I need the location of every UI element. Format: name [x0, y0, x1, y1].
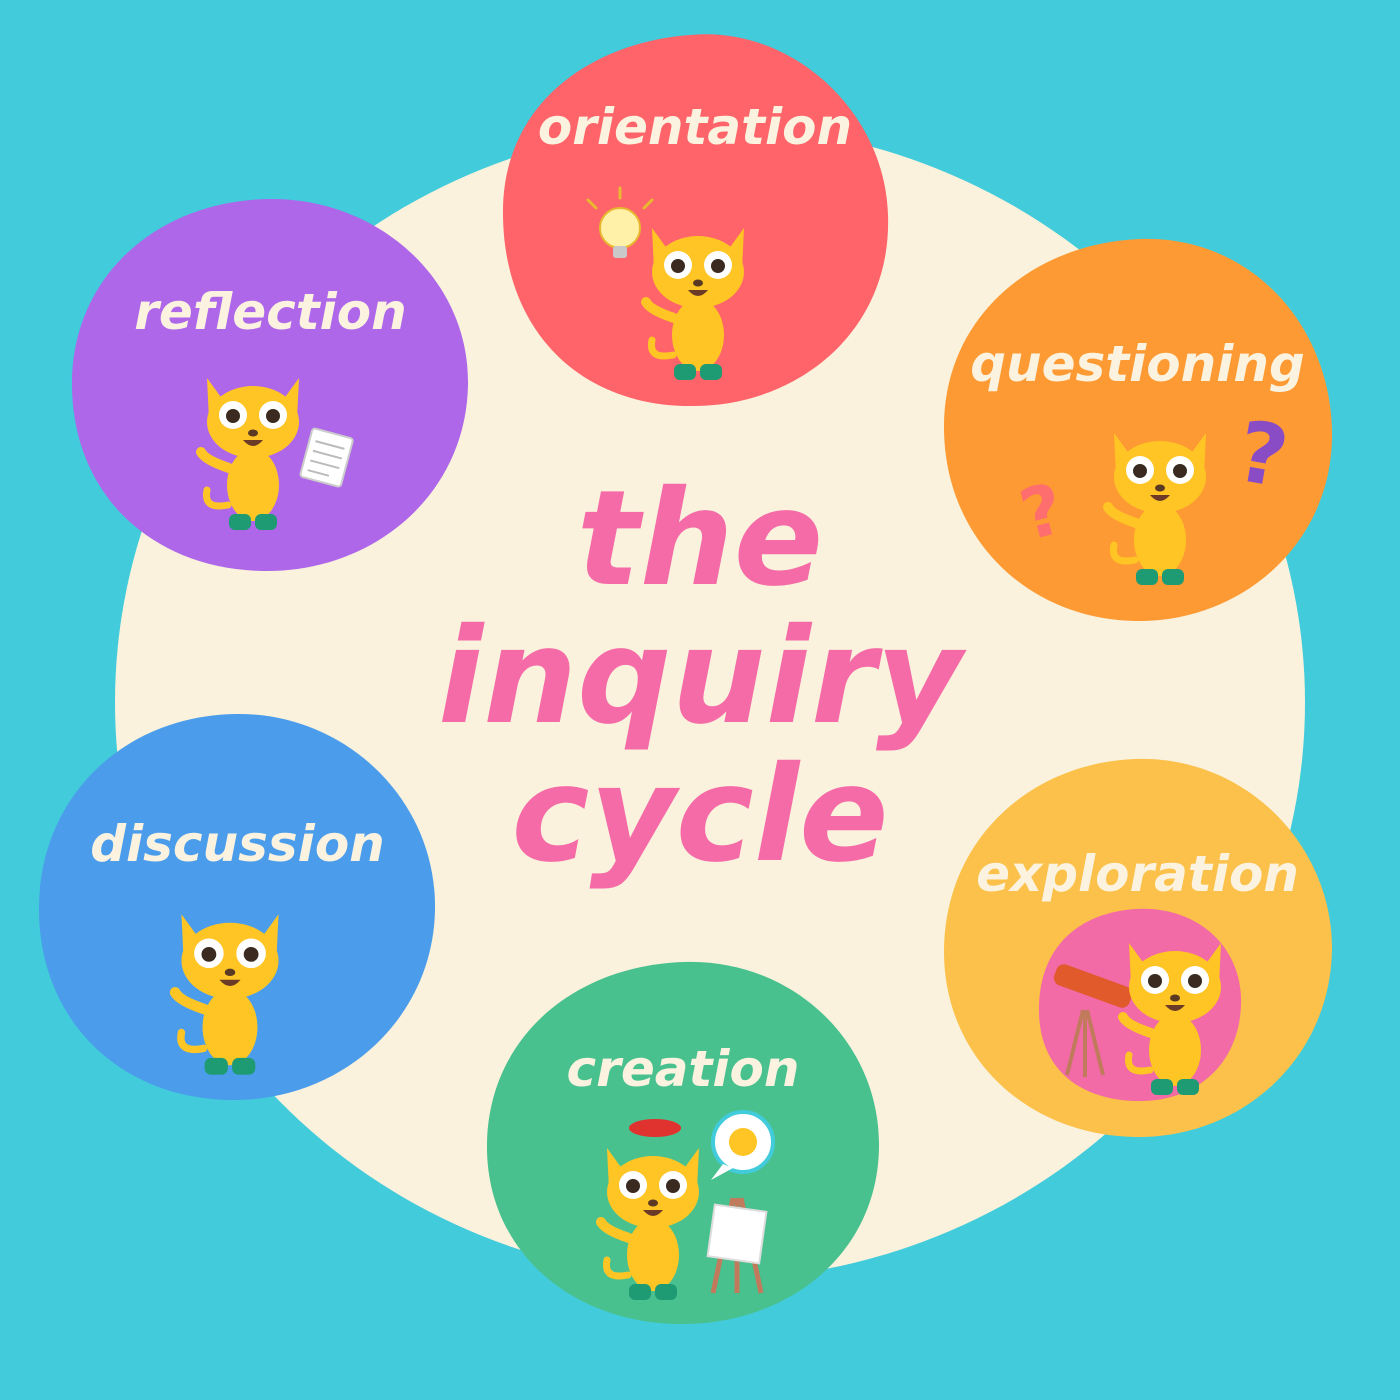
- diagram-title: the inquiry cycle: [400, 470, 1000, 884]
- exploration-scene: [1038, 908, 1242, 1102]
- creation-label: creation: [566, 1040, 800, 1098]
- stage-creation: creation: [483, 958, 883, 1328]
- stage-discussion: discussion: [35, 710, 440, 1105]
- title-line-3: cycle: [511, 738, 889, 892]
- orientation-blob: [502, 34, 889, 407]
- discussion-cat-icon: [160, 890, 300, 1080]
- paint-easel-icon: [706, 1197, 768, 1294]
- stage-reflection: reflection: [68, 195, 473, 575]
- questioning-label: questioning: [970, 335, 1305, 393]
- beret-icon: [629, 1119, 681, 1137]
- telescope-icon: [1053, 964, 1133, 1077]
- paper-note-icon: [299, 427, 354, 488]
- creation-blob: [486, 961, 880, 1325]
- stage-exploration: exploration: [940, 755, 1335, 1140]
- orientation-cat-icon: [586, 186, 768, 390]
- title-line-2: inquiry: [437, 600, 963, 754]
- questioning-blob: [943, 238, 1332, 622]
- stage-questioning: questioning ? ?: [940, 235, 1335, 625]
- question-mark-icon: ?: [1012, 467, 1072, 557]
- speech-bubble-icon: [711, 1110, 775, 1180]
- lightbulb-icon: [586, 186, 654, 258]
- questioning-cat-icon: ? ?: [1012, 405, 1295, 605]
- reflection-blob: [71, 198, 469, 572]
- discussion-blob: [38, 713, 436, 1101]
- stage-orientation: orientation: [500, 30, 890, 410]
- reflection-label: reflection: [134, 283, 407, 341]
- question-mark-icon: ?: [1230, 405, 1295, 507]
- title-line-1: the: [576, 462, 824, 616]
- exploration-label: exploration: [976, 845, 1299, 903]
- reflection-scene: [193, 355, 354, 545]
- creation-scene: [593, 1110, 775, 1308]
- orientation-label: orientation: [537, 98, 853, 156]
- discussion-label: discussion: [90, 815, 385, 873]
